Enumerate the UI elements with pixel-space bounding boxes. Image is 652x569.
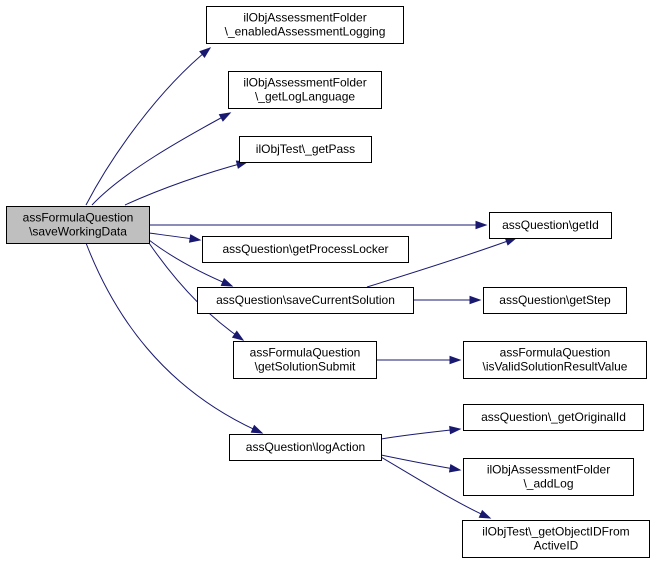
node-box [239,136,372,163]
edge-arrowhead [469,295,482,305]
node-layer: assFormulaQuestion\saveWorkingDatailObjA… [6,6,650,558]
edge-save-working-data-to-get-process-locker [148,232,202,243]
node-enabled-assessment-logging[interactable]: ilObjAssessmentFolder\_enabledAssessment… [206,6,404,44]
edge-log-action-to-add-log [380,454,462,473]
edge-layer [85,47,518,519]
edge-save-working-data-to-get-solution-submit [148,242,245,341]
edge-arrowhead [188,234,202,243]
node-label-line: ilObjAssessmentFolder [487,463,610,477]
edge-arrowhead [478,509,492,519]
edge-save-current-solution-to-get-step [413,295,482,305]
edge-save-working-data-to-save-current-solution [148,239,234,287]
node-get-step[interactable]: assQuestion\getStep [483,287,627,314]
node-box [197,287,414,314]
node-box [483,287,627,314]
node-label-line: assQuestion\logAction [246,440,365,454]
node-label-line: \isValidSolutionResultValue [483,360,628,374]
node-label-line: ilObjTest\_getPass [256,142,355,156]
node-label-line: \_enabledAssessmentLogging [225,25,386,39]
node-label-line: ilObjTest\_getObjectIDFrom [482,525,629,539]
node-box [463,458,634,496]
node-label-line: assFormulaQuestion [250,346,361,360]
node-save-working-data[interactable]: assFormulaQuestion\saveWorkingData [6,206,150,244]
edge-arrowhead [449,425,462,435]
node-label-line: \_addLog [523,477,573,491]
node-box [463,404,644,431]
node-label-line: ilObjAssessmentFolder [243,11,366,25]
node-save-current-solution[interactable]: assQuestion\saveCurrentSolution [197,287,414,314]
node-log-action[interactable]: assQuestion\logAction [229,434,382,461]
node-box [6,206,150,244]
node-box [229,434,382,461]
edge-get-solution-submit-to-is-valid-solution [376,355,462,365]
node-get-original-id[interactable]: assQuestion\_getOriginalId [463,404,644,431]
edge-save-working-data-to-get-pass [124,160,249,206]
node-is-valid-solution-result-value[interactable]: assFormulaQuestion\isValidSolutionResult… [463,341,647,379]
node-get-process-locker[interactable]: assQuestion\getProcessLocker [202,236,409,263]
node-get-solution-submit[interactable]: assFormulaQuestion\getSolutionSubmit [233,341,377,379]
node-box [206,6,404,44]
node-label-line: assQuestion\_getOriginalId [481,410,626,424]
edge-arrowhead [199,47,212,58]
edge-arrowhead [449,355,462,365]
node-label-line: \getSolutionSubmit [255,360,356,374]
edge-arrowhead [250,424,264,434]
edge-arrowhead [218,112,232,122]
edge-arrowhead [231,330,245,341]
node-label-line: assFormulaQuestion [23,211,134,225]
edge-arrowhead [504,237,518,246]
node-get-log-language[interactable]: ilObjAssessmentFolder\_getLogLanguage [228,71,382,109]
node-box [463,341,647,379]
edge-save-working-data-to-get-log-language [91,112,232,206]
node-box [228,71,382,109]
edge-arrowhead [448,464,462,473]
node-label-line: assFormulaQuestion [500,346,611,360]
node-get-id[interactable]: assQuestion\getId [489,212,612,239]
edge-save-working-data-to-get-id [149,220,488,230]
edge-arrowhead [475,220,488,230]
node-add-log[interactable]: ilObjAssessmentFolder\_addLog [463,458,634,496]
node-label-line: ilObjAssessmentFolder [243,76,366,90]
node-label-line: \saveWorkingData [29,225,127,239]
node-label-line: ActiveID [534,539,579,553]
node-get-pass[interactable]: ilObjTest\_getPass [239,136,372,163]
node-label-line: assQuestion\getStep [499,293,611,307]
node-box [233,341,377,379]
edge-log-action-to-get-object-id [380,456,492,519]
edge-log-action-to-get-original-id [380,425,462,440]
edge-save-working-data-to-enabled-logging [85,47,212,206]
edge-arrowhead [220,277,234,287]
node-box [489,212,612,239]
node-box [462,520,650,558]
node-label-line: assQuestion\saveCurrentSolution [216,293,395,307]
node-label-line: assQuestion\getId [502,218,599,232]
node-box [202,236,409,263]
edge-save-working-data-to-log-action [85,242,264,434]
node-label-line: \_getLogLanguage [255,90,355,104]
node-label-line: assQuestion\getProcessLocker [222,242,388,256]
